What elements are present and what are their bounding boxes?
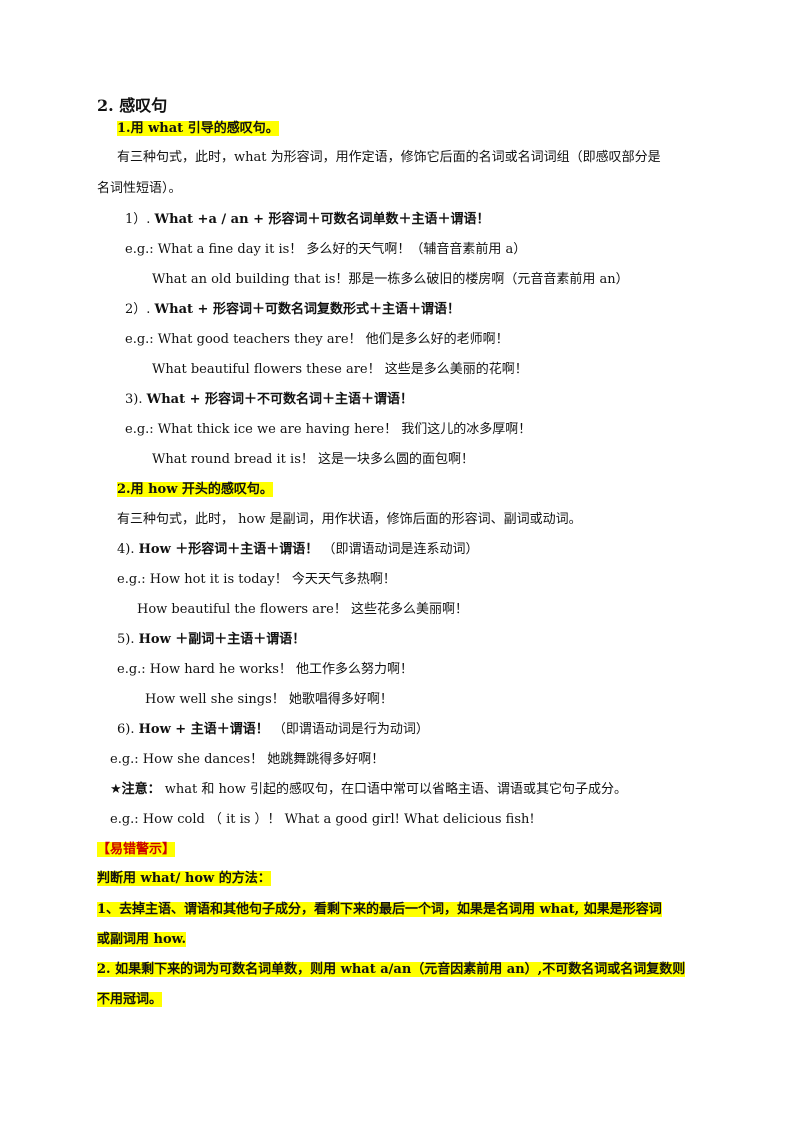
notice-example: e.g.: How cold （ it is ）！ What a good gi… <box>110 812 535 827</box>
warning-rule1-a-line: 1、去掉主语、谓语和其他句子成分，看剩下来的最后一个词，如果是名词用 what,… <box>97 901 662 919</box>
example-2b: What beautiful flowers these are！ 这些是多么美… <box>152 362 528 377</box>
warning-tag: 【易错警示】 <box>97 842 176 857</box>
warning-rule1-a: 1、去掉主语、谓语和其他句子成分，看剩下来的最后一个词，如果是名词用 what,… <box>97 902 662 917</box>
pattern-3-label: 3). <box>125 392 143 407</box>
warning-method-line: 判断用 what/ how 的方法： <box>97 870 271 888</box>
warning-rule2-b-line: 不用冠词。 <box>97 991 163 1009</box>
pattern-4-label: 4). <box>117 542 135 557</box>
example-1a: e.g.: What a fine day it is！ 多么好的天气啊！（辅音… <box>125 242 527 257</box>
notice-text: what 和 how 引起的感叹句，在口语中常可以省略主语、谓语或其它句子成分。 <box>164 782 627 797</box>
pattern-6-note: （即谓语动词是行为动词） <box>272 722 429 737</box>
example-1b: What an old building that is！那是一栋多么破旧的楼房… <box>152 272 629 287</box>
pattern-4-text: How ＋形容词＋主语＋谓语！ <box>138 542 319 557</box>
pattern-1-text: What +a / an + 形容词＋可数名词单数＋主语＋谓语！ <box>154 212 490 227</box>
pattern-6-text: How + 主语＋谓语！ <box>138 722 269 737</box>
pattern-6: 6). How + 主语＋谓语！ （即谓语动词是行为动词） <box>117 721 429 739</box>
section-title: 2. 感叹句 <box>97 96 168 115</box>
pattern-3: 3). What + 形容词＋不可数名词＋主语＋谓语！ <box>125 391 413 409</box>
pattern-2: 2）. What + 形容词＋可数名词复数形式＋主语＋谓语！ <box>125 301 460 319</box>
example-6a: e.g.: How she dances！ 她跳舞跳得多好啊！ <box>110 752 385 767</box>
notice-label: ★注意： <box>110 782 161 797</box>
example-4b: How beautiful the flowers are！ 这些花多么美丽啊！ <box>137 602 468 617</box>
notice: ★注意： what 和 how 引起的感叹句，在口语中常可以省略主语、谓语或其它… <box>110 781 627 799</box>
pattern-2-text: What + 形容词＋可数名词复数形式＋主语＋谓语！ <box>154 302 460 317</box>
warning-method: 判断用 what/ how 的方法： <box>97 871 271 886</box>
warning-rule2-b: 不用冠词。 <box>97 992 163 1007</box>
part2-heading: 2.用 how 开头的感叹句。 <box>117 481 273 499</box>
part1-intro-2: 名词性短语）。 <box>97 181 182 196</box>
pattern-1: 1）. What +a / an + 形容词＋可数名词单数＋主语＋谓语！ <box>125 211 490 229</box>
part1-heading: 1.用 what 引导的感叹句。 <box>117 120 279 138</box>
pattern-3-text: What + 形容词＋不可数名词＋主语＋谓语！ <box>146 392 414 407</box>
warning-rule2-a: 2. 如果剩下来的词为可数名词单数，则用 what a/an（元音因素前用 an… <box>97 962 686 977</box>
part2-intro: 有三种句式，此时， how 是副词，用作状语，修饰后面的形容词、副词或动词。 <box>117 512 582 527</box>
part1-heading-text: 1.用 what 引导的感叹句。 <box>117 121 279 136</box>
warning-rule1-b-line: 或副词用 how. <box>97 931 187 949</box>
warning-rule2-a-line: 2. 如果剩下来的词为可数名词单数，则用 what a/an（元音因素前用 an… <box>97 961 686 979</box>
warning-tag-line: 【易错警示】 <box>97 841 176 859</box>
example-3b: What round bread it is！ 这是一块多么圆的面包啊！ <box>152 452 474 467</box>
part1-intro-1: 有三种句式，此时，what 为形容词，用作定语，修饰它后面的名词或名词词组（即感… <box>117 150 661 165</box>
pattern-5-label: 5). <box>117 632 135 647</box>
pattern-1-label: 1）. <box>125 212 151 227</box>
pattern-4-note: （即谓语动词是连系动词） <box>322 542 479 557</box>
example-5a: e.g.: How hard he works！ 他工作多么努力啊！ <box>117 662 414 677</box>
pattern-5: 5). How ＋副词＋主语＋谓语！ <box>117 631 305 649</box>
pattern-5-text: How ＋副词＋主语＋谓语！ <box>138 632 306 647</box>
pattern-6-label: 6). <box>117 722 135 737</box>
part2-heading-text: 2.用 how 开头的感叹句。 <box>117 482 273 497</box>
example-4a: e.g.: How hot it is today！ 今天天气多热啊！ <box>117 572 396 587</box>
example-2a: e.g.: What good teachers they are！ 他们是多么… <box>125 332 509 347</box>
example-5b: How well she sings！ 她歌唱得多好啊！ <box>145 692 393 707</box>
example-3a: e.g.: What thick ice we are having here！… <box>125 422 532 437</box>
pattern-4: 4). How ＋形容词＋主语＋谓语！ （即谓语动词是连系动词） <box>117 541 478 559</box>
pattern-2-label: 2）. <box>125 302 151 317</box>
warning-rule1-b: 或副词用 how. <box>97 932 187 947</box>
